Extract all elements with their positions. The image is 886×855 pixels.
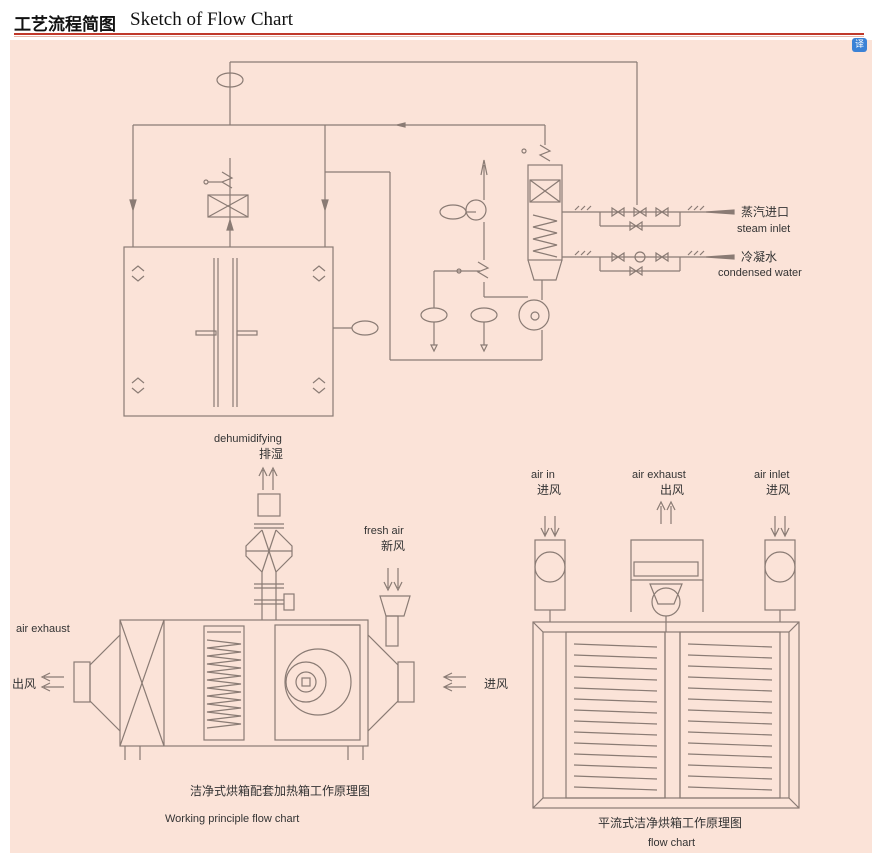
oven-shelf <box>573 687 658 692</box>
left-caption-cn: 洁净式烘箱配套加热箱工作原理图 <box>190 783 370 798</box>
oven-shelf <box>687 731 773 736</box>
bottom-diagram-panel <box>10 425 872 853</box>
header-divider-shadow <box>14 36 864 37</box>
oven-shelf <box>687 698 773 703</box>
condensed-water-label-cn: 冷凝水 <box>741 249 777 264</box>
fresh-air-inlet <box>379 568 411 647</box>
right-caption-en: flow chart <box>648 837 695 849</box>
oven-shelf <box>573 709 658 714</box>
oven-shelf <box>573 654 658 659</box>
oven-shelf <box>687 786 773 791</box>
dehumidifying-label-cn: 排湿 <box>259 446 283 461</box>
page-title-en: Sketch of Flow Chart <box>130 9 294 30</box>
oven-shelf <box>573 764 658 769</box>
flat-flow-oven <box>532 621 800 809</box>
air-inlet-label-cn: 进风 <box>484 677 508 691</box>
oven-shelf <box>687 687 773 692</box>
oven-shelf <box>573 731 658 736</box>
page-title-cn: 工艺流程简图 <box>14 15 116 35</box>
air-exhaust-label-cn: 出风 <box>12 677 36 691</box>
oven-shelf <box>687 720 773 725</box>
oven-shelf <box>573 753 658 758</box>
top-controller-gauges <box>216 72 498 353</box>
oven-shelves <box>573 643 773 791</box>
air-in-label-en: air in <box>531 469 555 481</box>
top-diagram-panel <box>10 40 872 425</box>
top-piping <box>129 61 638 361</box>
steam-inlet-label-cn: 蒸汽进口 <box>741 204 789 219</box>
oven-shelf <box>573 742 658 747</box>
header-divider <box>14 33 864 35</box>
oven-shelf <box>573 775 658 780</box>
dehumidify-stack <box>245 466 295 620</box>
oven-shelf <box>687 665 773 670</box>
oven-shelf <box>687 742 773 747</box>
fresh-air-label-en: fresh air <box>364 525 404 537</box>
oven-shelf <box>687 654 773 659</box>
oven-cabinet <box>123 246 334 417</box>
steam-valve-train <box>562 205 735 232</box>
page-header: 工艺流程简图 Sketch of Flow Chart <box>14 8 864 36</box>
oven-shelf <box>687 753 773 758</box>
oven-shelf <box>687 709 773 714</box>
oven-shelf <box>573 643 658 648</box>
fresh-air-label-cn: 新风 <box>381 538 405 553</box>
right-exhaust-label-en: air exhaust <box>632 469 686 481</box>
right-inlet-label-cn: 进风 <box>766 483 790 497</box>
oven-shelf <box>573 720 658 725</box>
right-inlet-label-en: air inlet <box>754 469 789 481</box>
translate-icon[interactable]: 译 <box>852 38 867 52</box>
right-caption-cn: 平流式洁净烘箱工作原理图 <box>598 815 742 830</box>
oven-shelf <box>573 786 658 791</box>
dehumidifying-label-en: dehumidifying <box>214 433 282 445</box>
air-in-label-cn: 进风 <box>537 483 561 497</box>
oven-shelf <box>687 643 773 648</box>
right-ducts <box>534 500 796 632</box>
oven-shelf <box>687 676 773 681</box>
oven-shelf <box>687 764 773 769</box>
right-exhaust-label-cn: 出风 <box>660 483 684 497</box>
heat-exchanger <box>518 144 563 331</box>
oven-shelf <box>573 698 658 703</box>
oven-shelf <box>687 775 773 780</box>
heating-box <box>73 619 415 760</box>
steam-inlet-label-en: steam inlet <box>737 223 790 235</box>
oven-shelf <box>573 665 658 670</box>
condensate-valve-train <box>562 250 735 277</box>
left-side-flow-arrows <box>40 672 466 692</box>
air-exhaust-label-en: air exhaust <box>16 623 70 635</box>
damper-box <box>203 171 249 218</box>
left-caption-en: Working principle flow chart <box>165 813 299 825</box>
oven-shelf <box>573 676 658 681</box>
condensed-water-label-en: condensed water <box>718 267 802 279</box>
fan-and-bypass <box>433 159 528 308</box>
